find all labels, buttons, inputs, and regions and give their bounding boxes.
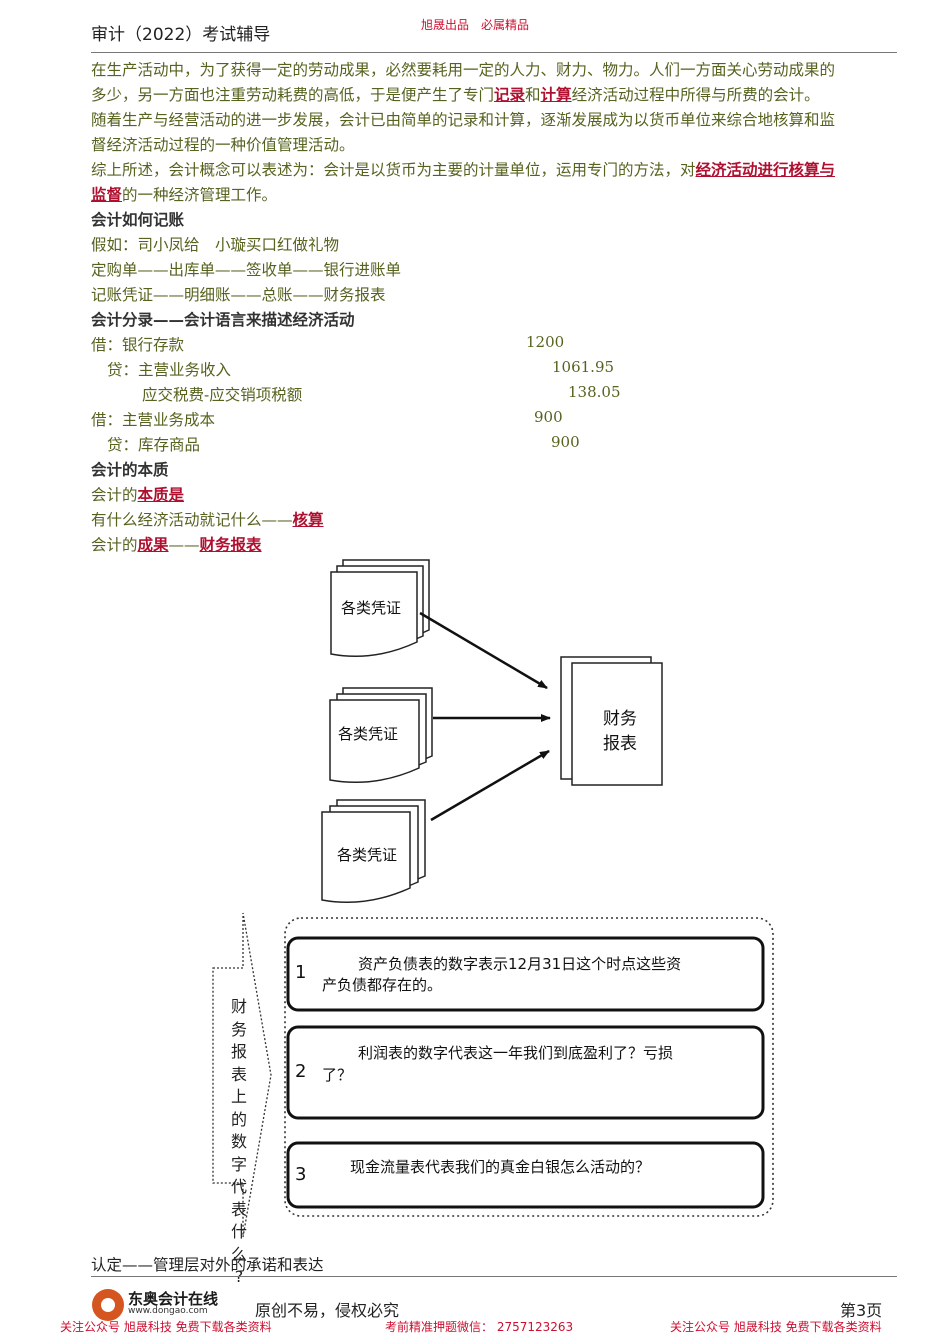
item-text-line-1: 资产负债表的数字表示12月31日这个时点这些资 bbox=[358, 955, 682, 973]
arrow-1 bbox=[419, 611, 548, 690]
entry-amount: 1200 bbox=[526, 333, 565, 351]
entry-label: 贷：主营业务收入 bbox=[107, 361, 232, 379]
item-text-line-2: 了？ bbox=[322, 1066, 353, 1084]
side-char: 表 bbox=[230, 1199, 247, 1219]
paragraph-text: 多少，另一方面也注重劳动耗费的高低，于是便产生了专门 bbox=[91, 86, 495, 104]
highlight-accounting: 核算 bbox=[292, 511, 324, 529]
document-chain-line: 定购单——出库单——签收单——银行进账单 bbox=[91, 261, 402, 279]
highlight-record: 记录 bbox=[494, 86, 526, 104]
side-char: 务 bbox=[230, 1019, 247, 1039]
entry-label: 借：银行存款 bbox=[91, 336, 185, 354]
voucher-stack-2 bbox=[329, 687, 433, 784]
paragraph-text: 会计的 bbox=[91, 486, 138, 504]
footer-promo-middle: 考前精准押题微信： 2757123263 bbox=[385, 1320, 574, 1334]
heading-how-to-record: 会计如何记账 bbox=[91, 211, 185, 229]
highlight-financial-statements: 财务报表 bbox=[199, 536, 262, 554]
example-line: 假如：司小凤给 小璇买口红做礼物 bbox=[91, 236, 340, 254]
footer-promo-left: 关注公众号 旭晟科技 免费下载各类资料 bbox=[60, 1320, 272, 1334]
side-char: 什 bbox=[230, 1222, 247, 1241]
paragraph-text: 的一种经济管理工作。 bbox=[122, 186, 278, 204]
side-char: 字 bbox=[230, 1154, 247, 1174]
paragraph-3-line-2: 监督的一种经济管理工作。 bbox=[91, 183, 277, 205]
header-rule bbox=[91, 52, 897, 53]
highlight-result: 成果 bbox=[137, 536, 169, 554]
report-label-line-2: 报表 bbox=[603, 734, 637, 754]
item-number: 2 bbox=[295, 1061, 307, 1082]
assertion-line: 认定——管理层对外的承诺和表达 bbox=[91, 1256, 324, 1274]
side-char: 上 bbox=[230, 1087, 247, 1106]
paragraph-1-line-1: 在生产活动中，为了获得一定的劳动成果，必然要耗用一定的人力、财力、物力。人们一方… bbox=[91, 61, 836, 79]
voucher-stack-3 bbox=[321, 799, 426, 904]
paragraph-text: —— bbox=[168, 536, 200, 554]
highlight-essence: 本质是 bbox=[137, 486, 185, 504]
highlight-calculate: 计算 bbox=[540, 86, 572, 104]
entry-amount: 900 bbox=[551, 433, 580, 451]
voucher-label: 各类凭证 bbox=[341, 599, 402, 617]
side-char: 财 bbox=[230, 997, 247, 1016]
logo-name: 东奥会计在线 bbox=[128, 1290, 219, 1308]
entry-amount: 138.05 bbox=[568, 383, 621, 401]
logo-url: www.dongao.com bbox=[128, 1306, 208, 1316]
item-number: 1 bbox=[295, 962, 307, 983]
side-char: 么 bbox=[230, 1244, 247, 1264]
entry-label: 贷：库存商品 bbox=[107, 436, 201, 454]
paragraph-text: 和 bbox=[525, 86, 541, 104]
footer-rule bbox=[91, 1276, 897, 1277]
item-text-line-1: 利润表的数字代表这一年我们到底盈利了？亏损 bbox=[358, 1044, 674, 1062]
report-label-line-1: 财务 bbox=[603, 709, 637, 729]
accounting-line: 有什么经济活动就记什么——核算 bbox=[91, 508, 324, 530]
paragraph-text: 有什么经济活动就记什么—— bbox=[91, 511, 293, 529]
heading-journal-entry: 会计分录——会计语言来描述经济活动 bbox=[91, 311, 355, 329]
paragraph-1-line-2: 多少，另一方面也注重劳动耗费的高低，于是便产生了专门记录和计算经济活动过程中所得… bbox=[91, 83, 820, 105]
side-char: 报 bbox=[230, 1042, 247, 1061]
item-text-line-2: 产负债都存在的。 bbox=[322, 976, 443, 994]
paragraph-text: 会计的 bbox=[91, 536, 138, 554]
statement-meaning-diagram bbox=[212, 912, 774, 1238]
financial-report-box bbox=[560, 656, 663, 786]
arrow-3 bbox=[430, 749, 550, 822]
paragraph-text: 经济活动过程中所得与所费的会计。 bbox=[571, 86, 820, 104]
item-number: 3 bbox=[295, 1164, 307, 1185]
voucher-stack-1 bbox=[330, 559, 430, 658]
page-number: 第3页 bbox=[840, 1301, 883, 1320]
voucher-label: 各类凭证 bbox=[337, 846, 398, 864]
header-slogan: 旭晟出品 必属精品 bbox=[421, 18, 530, 32]
side-char: 代 bbox=[230, 1177, 247, 1196]
side-char: 表 bbox=[230, 1064, 247, 1084]
header-title: 审计（2022）考试辅导 bbox=[91, 25, 271, 45]
footer-copyright: 原创不易，侵权必究 bbox=[255, 1301, 400, 1320]
item-text-line-1: 现金流量表代表我们的真金白银怎么活动的？ bbox=[350, 1158, 651, 1176]
entry-amount: 900 bbox=[534, 408, 563, 426]
entry-label: 应交税费-应交销项税额 bbox=[142, 386, 303, 404]
result-line: 会计的成果——财务报表 bbox=[91, 533, 262, 555]
heading-essence: 会计的本质 bbox=[91, 461, 169, 479]
paragraph-2-line-1: 随着生产与经营活动的进一步发展，会计已由简单的记录和计算，逐渐发展成为以货币单位… bbox=[91, 111, 836, 129]
logo-icon-inner bbox=[101, 1298, 115, 1312]
footer-promo-right: 关注公众号 旭晟科技 免费下载各类资料 bbox=[670, 1320, 882, 1334]
side-char: 的 bbox=[230, 1109, 247, 1129]
voucher-label: 各类凭证 bbox=[338, 725, 399, 743]
essence-line: 会计的本质是 bbox=[91, 483, 184, 505]
entry-amount: 1061.95 bbox=[552, 358, 615, 376]
entry-label: 借：主营业务成本 bbox=[91, 411, 216, 429]
paragraph-2-line-2: 督经济活动过程的一种价值管理活动。 bbox=[91, 136, 355, 154]
paragraph-text: 综上所述，会计概念可以表述为：会计是以货币为主要的计量单位，运用专门的方法，对 bbox=[91, 161, 696, 179]
paragraph-3-line-1: 综上所述，会计概念可以表述为：会计是以货币为主要的计量单位，运用专门的方法，对经… bbox=[91, 158, 835, 180]
highlight-supervision: 监督 bbox=[91, 186, 123, 204]
side-char: 数 bbox=[230, 1132, 247, 1151]
ledger-chain-line: 记账凭证——明细账——总账——财务报表 bbox=[91, 286, 386, 304]
side-question-label: 财 务 报 表 上 的 数 字 代 表 什 么 ? bbox=[219, 996, 259, 1289]
highlight-definition: 经济活动进行核算与 bbox=[695, 161, 836, 179]
